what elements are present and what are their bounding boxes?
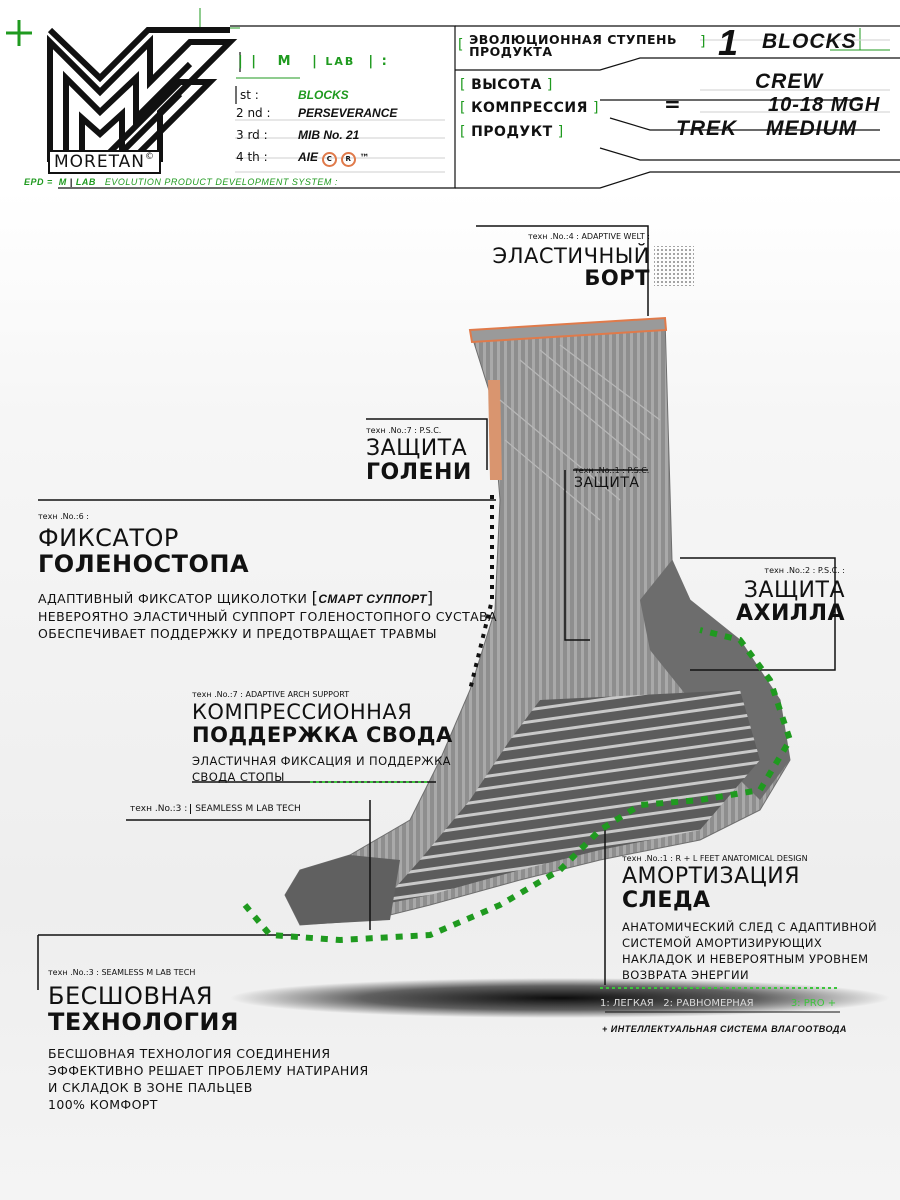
ankle-desc-3: ОБЕСПЕЧИВАЕТ ПОДДЕРЖКУ И ПРЕДОТВРАЩАЕТ Т… [38,626,437,641]
arch-desc-1: ЭЛАСТИЧНАЯ ФИКСАЦИЯ И ПОДДЕРЖКА [192,754,451,768]
sole-desc-2: СИСТЕМОЙ АМОРТИЗИРУЮЩИХ [622,936,823,950]
seamless-desc-4: 100% КОМФОРТ [48,1097,158,1112]
seamless-tech: техн .No.:3 : SEAMLESS M LAB TECH [48,968,196,977]
height-label: [ ВЫСОТА ] [460,77,553,93]
compression-label: [ КОМПРЕССИЯ ] [460,100,599,116]
scale-level-2: 2: РАВНОМЕРНАЯ [663,998,754,1009]
scale-level-1: 1: ЛЕГКАЯ [600,998,654,1009]
welt-tech: техн .No.:4 : ADAPTIVE WELT : [527,232,650,241]
header-row-2: 2 nd :PERSEVERANCE [236,106,398,120]
registered-icon: R [340,152,356,167]
arch-title-2: ПОДДЕРЖКА СВОДА [192,723,453,747]
arch-tech: техн .No.:7 : ADAPTIVE ARCH SUPPORT [192,690,350,699]
sole-title-1: АМОРТИЗАЦИЯ [622,864,800,889]
seamless-desc-3: И СКЛАДОК В ЗОНЕ ПАЛЬЦЕВ [48,1080,253,1095]
feature-inner: техн .No.:1 : P.S.C. ЗАЩИТА [574,466,649,491]
intensity-scale: 1: ЛЕГКАЯ 2: РАВНОМЕРНАЯ 3: PRO + [600,998,836,1009]
ankle-desc-2: НЕВЕРОЯТНО ЭЛАСТИЧНЫЙ СУППОРТ ГОЛЕНОСТОП… [38,609,497,624]
ankle-tech: техн .No.:6 : [38,512,89,521]
evolution-number: 1 [718,22,739,63]
achilles-title-2: АХИЛЛА [736,601,845,626]
inner-title-1: ЗАЩИТА [574,475,640,491]
arch-title-1: КОМПРЕССИОННАЯ [192,700,413,724]
achilles-leader [680,557,836,671]
feature-welt: техн .No.:4 : ADAPTIVE WELT : ЭЛАСТИЧНЫЙ… [470,232,650,289]
achilles-tech: техн .No.:2 : P.S.C. : [764,566,845,575]
scale-level-3: 3: PRO + [790,998,837,1009]
seamless-desc-1: БЕСШОВНАЯ ТЕХНОЛОГИЯ СОЕДИНЕНИЯ [48,1046,331,1061]
sole-desc-3: НАКЛАДОК И НЕВЕРОЯТНЫМ УРОВНЕМ [622,952,869,966]
seamless-desc-2: ЭФФЕКТИВНО РЕШАЕТ ПРОБЛЕМУ НАТИРАНИЯ [48,1063,369,1078]
seamless-title-1: БЕСШОВНАЯ [48,982,214,1010]
arch-desc-2: СВОДА СТОПЫ [192,770,285,784]
compression-value: 10-18 MGH [768,94,881,116]
product-value-2: MEDIUM [766,117,858,140]
product-label: [ ПРОДУКТ ] [460,124,564,140]
feature-seam-small: техн .No.:3 : SEAMLESS M LAB TECH [130,804,301,814]
header-row-1: st :BLOCKS [240,88,349,102]
achilles-title-1: ЗАЩИТА [743,578,845,603]
seamsmall-leader [126,800,371,930]
sole-title-2: СЛЕДА [622,888,711,913]
ankle-desc-1: АДАПТИВНЫЙ ФИКСАТОР ЩИКОЛОТКИ [СМАРТ СУП… [38,588,434,607]
sole-tech: техн .No.:1 : R + L FEET ANATOMICAL DESI… [622,854,808,863]
evolution-label: [ ЭВОЛЮЦИОННАЯ СТУПЕНЬ ПРОДУКТА ] [458,32,706,59]
shin-title-1: ЗАЩИТА [366,436,468,461]
sole-desc-1: АНАТОМИЧЕСКИЙ СЛЕД С АДАПТИВНОЙ [622,920,878,934]
product-value-1: TREK [676,117,738,140]
sock-welt [468,316,668,344]
feature-achilles: техн .No.:2 : P.S.C. : ЗАЩИТА АХИЛЛА [690,566,845,625]
ankle-title-2: ГОЛЕНОСТОПА [38,550,250,578]
shin-title-2: ГОЛЕНИ [366,460,472,485]
shin-tech: техн .No.:7 : P.S.C. [366,426,442,435]
welt-dot-pattern [654,246,694,286]
mlab-label: | | M | LAB | : [238,54,389,69]
height-value: CREW [755,70,824,93]
feature-ankle: техн .No.:6 : ФИКСАТОР ГОЛЕНОСТОПА АДАПТ… [38,512,497,642]
green-plus-icon [4,18,34,48]
inner-tech: техн .No.:1 : P.S.C. [574,466,650,475]
epd-line: EPD = M | LAB EVOLUTION PRODUCT DEVELOPM… [24,177,338,187]
sock-toe [285,855,400,925]
floor-shadow [230,978,890,1018]
header-row-4: 4 th :AIE C R ™ [236,150,370,167]
moretan-logo: MORETAN© [40,22,240,182]
inner-leader [564,469,648,641]
seamless-leader [37,934,300,990]
sole-desc-4: ВОЗВРАТА ЭНЕРГИИ [622,968,750,982]
feature-sole: техн .No.:1 : R + L FEET ANATOMICAL DESI… [622,854,877,983]
welt-title-2: БОРТ [584,266,650,290]
seamless-title-2: ТЕХНОЛОГИЯ [48,1008,239,1036]
copyright-icon: C [321,152,337,167]
feature-seamless: техн .No.:3 : SEAMLESS M LAB TECH БЕСШОВ… [48,968,369,1113]
welt-title-1: ЭЛАСТИЧНЫЙ [492,244,650,268]
header-row-3: 3 rd :MIB No. 21 [236,128,360,142]
sock-accent [488,380,502,480]
moisture-note: + ИНТЕЛЛЕКТУАЛЬНАЯ СИСТЕМА ВЛАГООТВОДА [602,1024,847,1034]
sole-green-outline [242,627,794,944]
feature-shin: техн .No.:7 : P.S.C. ЗАЩИТА ГОЛЕНИ [366,426,472,485]
ankle-title-1: ФИКСАТОР [38,524,179,552]
brand-name: MORETAN© [48,150,162,174]
evolution-value: BLOCKS [762,30,857,53]
feature-arch: техн .No.:7 : ADAPTIVE ARCH SUPPORT КОМП… [192,690,453,785]
shin-leader [366,418,488,470]
sock-sole-pads [380,690,760,905]
equals-sign: = [664,92,681,116]
welt-leader [476,225,649,316]
